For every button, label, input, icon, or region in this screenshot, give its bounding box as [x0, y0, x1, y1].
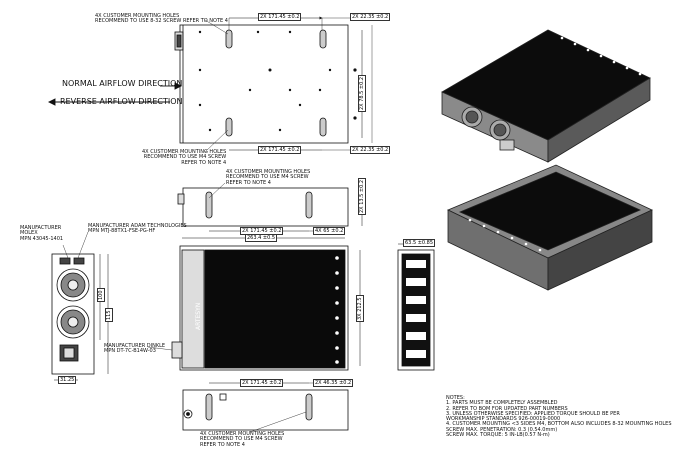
top-view — [174, 16, 380, 151]
isometric-view-bottom — [447, 164, 653, 291]
left-end-view — [51, 253, 109, 381]
callout-line: 4X CUSTOMER MOUNTING HOLES — [226, 169, 311, 175]
note-line: 1. PARTS MUST BE COMPLETELY ASSEMBLED — [446, 400, 558, 407]
callout-line: RECOMMEND TO USE M4 SCREW — [226, 174, 309, 181]
dim-top-bottom: 2X 171.45 ±0.2 — [258, 146, 302, 154]
callout-line: RECOMMEND TO USE 8-32 SCREW REFER TO NOT… — [95, 18, 228, 25]
front-view — [171, 237, 361, 371]
dim-top-width: 2X 171.45 ±0.2 — [258, 13, 302, 21]
dim-bottom-right: 2X 46.35 ±0.2 — [313, 379, 354, 387]
callout-line: MANUFACTURER — [20, 225, 62, 231]
note-line: WORKMANSHIP STANDARDS 926-00019-0000 — [446, 416, 561, 422]
normal-airflow-label: NORMAL AIRFLOW DIRECTION — [62, 79, 183, 88]
reverse-airflow-label: REVERSE AIRFLOW DIRECTION — [60, 97, 183, 106]
note-line: 2. REFER TO BOM FOR UPDATED PART NUMBERS — [446, 405, 568, 412]
bottom-mount-callout: 4X CUSTOMER MOUNTING HOLES RECOMMEND TO … — [200, 431, 285, 448]
callout-line: RECOMMEND TO USE M4 SCREW — [143, 154, 227, 161]
note-line: 4. CUSTOMER MOUNTING <3 SIDES M4, BOTTOM… — [446, 421, 672, 428]
callout-line: 4X CUSTOMER MOUNTING HOLES — [200, 431, 285, 437]
notes-block: NOTES: 1. PARTS MUST BE COMPLETELY ASSEM… — [446, 395, 672, 438]
callout-line: REFER TO NOTE 4 — [200, 441, 245, 448]
callout-line: MPN MTJ-88TX1-FSE-PG-HF — [88, 228, 156, 235]
dim-v-top2: 2X 13.5 ±0.2 — [358, 177, 366, 215]
dim-v-main: 3X 212.5 — [356, 295, 364, 322]
brand-label: ARTESYN — [195, 302, 202, 330]
dim-top-right: 2X 22.35 ±0.2 — [350, 13, 391, 21]
note-line: 3. UNLESS OTHERWISE SPECIFIED: APPLIED T… — [446, 410, 620, 417]
adam-callout: MANUFACTURER ADAM TECHNOLOGIES MPN MTJ-8… — [88, 223, 187, 235]
note-line: SCREW MAX. TORQUE: 5 IN-LB(0.57 N-m) — [446, 431, 550, 438]
callout-line: MOLEX — [20, 230, 38, 237]
callout-line: MANUFACTURER ADAM TECHNOLOGIES — [88, 223, 187, 229]
leader-lines — [62, 19, 307, 433]
dim-end-width: 63.5 ±0.85 — [403, 239, 436, 247]
airflow-arrows — [47, 82, 183, 106]
dim-v-left2: 115 — [105, 308, 113, 322]
notes-heading: NOTES: — [446, 395, 465, 401]
right-end-view — [397, 243, 435, 371]
callout-line: MPN DT-7C-B14W-03 — [104, 348, 156, 355]
molex-callout: MANUFACTURER MOLEX MPN 43045-1401 — [20, 225, 64, 242]
side-view — [177, 187, 363, 232]
callout-line: 4X CUSTOMER MOUNTING HOLES — [142, 149, 227, 155]
note-line: SCREW MAX. PENETRATION: 0.3 (0.54.0mm) — [446, 426, 558, 433]
dim-v-top: 2X 78.5 ±0.2 — [358, 74, 366, 112]
dim-left-bottom: 31.25 — [58, 376, 77, 384]
callout-line: RECOMMEND TO USE M4 SCREW — [200, 436, 283, 443]
callout-line: MPN 43045-1401 — [20, 235, 64, 242]
top-view-lower-callout: 4X CUSTOMER MOUNTING HOLES RECOMMEND TO … — [142, 149, 227, 166]
top-mount-callout: 4X CUSTOMER MOUNTING HOLES RECOMMEND TO … — [95, 13, 228, 25]
callout-line: REFER TO NOTE 4 — [226, 179, 271, 186]
dim-v-left1: 100 — [97, 288, 105, 302]
dim-side-right: 4X 65 ±0.2 — [313, 227, 346, 235]
dim-top-bottom-right: 2X 22.35 ±0.2 — [350, 146, 391, 154]
dim-bottom-width: 2X 171.45 ±0.2 — [240, 379, 284, 387]
callout-line: 4X CUSTOMER MOUNTING HOLES — [95, 13, 180, 19]
side-mount-callout: 4X CUSTOMER MOUNTING HOLES RECOMMEND TO … — [226, 169, 311, 186]
callout-line: REFER TO NOTE 4 — [181, 159, 227, 166]
dim-main-width: 263.4 ±0.5 — [245, 234, 278, 242]
callout-line: MANUFACTURER DINKLE — [104, 343, 166, 349]
isometric-view-top — [441, 29, 651, 163]
dinkle-callout: MANUFACTURER DINKLE MPN DT-7C-B14W-03 — [104, 343, 166, 355]
bottom-view — [182, 382, 350, 431]
